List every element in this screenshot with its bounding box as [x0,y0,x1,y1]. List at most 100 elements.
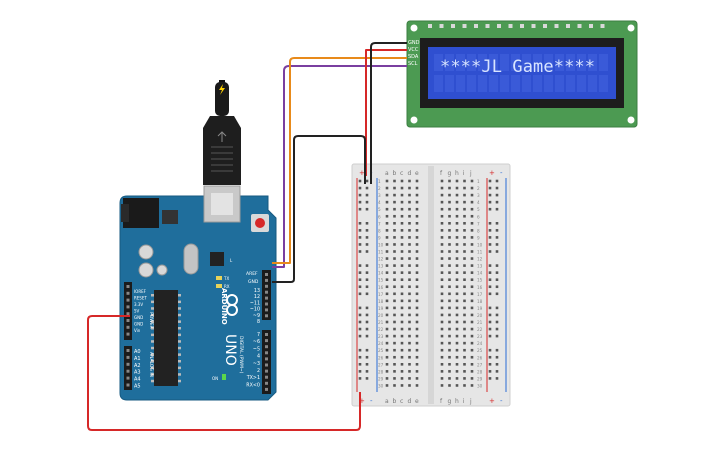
breadboard-row-label: 14 [477,271,483,276]
rail-hole [365,236,369,239]
breadboard-hole [393,320,396,324]
lcd-header-pin [428,24,432,28]
rail-hole [365,334,369,338]
breadboard-column-label: i [463,170,465,177]
breadboard-hole [415,193,419,197]
breadboard-hole [455,271,459,274]
lcd-mount-hole [627,24,635,32]
breadboard-row-label: 9 [477,235,480,240]
breadboard-row-label: 4 [477,200,480,205]
breadboard-hole [393,285,396,289]
usb-strain-relief [215,82,229,116]
lcd-char-cells [434,54,608,92]
breadboard-row-label: 24 [477,341,483,346]
rail-hole [495,334,499,338]
wire-orange-sda[interactable] [272,57,407,264]
breadboard-hole [440,222,444,225]
breadboard-hole [448,236,451,239]
rail-hole [488,285,492,289]
breadboard-hole [385,285,389,289]
breadboard-hole [400,193,404,197]
lcd-char-cell [489,75,498,92]
breadboard-hole [393,243,396,246]
wire-purple-scl[interactable] [272,65,407,268]
rail-hole [488,334,492,338]
power-pin-label: RESET [134,296,147,301]
lcd-header-pin [497,24,501,28]
rail-hole [495,200,499,204]
reset-button[interactable] [255,218,265,228]
wire-red-5v[interactable] [87,315,361,431]
wire-black-gnd-arduino[interactable] [272,135,366,283]
breadboard-hole [470,236,474,239]
breadboard-row-label: 19 [378,306,384,311]
breadboard-hole [385,250,389,253]
wire-black-gnd-lcd[interactable] [370,42,407,184]
breadboard-hole [385,222,389,225]
breadboard-hole [463,355,466,359]
rail-plus-label: + [359,169,365,177]
lcd-header-pin [589,24,593,28]
header-hole [265,290,268,294]
breadboard-hole [400,377,404,380]
breadboard-hole [385,341,389,345]
rail-hole [488,229,492,232]
digital-pin-label: ~9 [253,313,260,319]
breadboard-row-label: 28 [477,369,483,374]
breadboard-hole [415,377,419,380]
power-jack-tip [121,204,129,222]
digital-pin-label: 4 [257,354,260,360]
breadboard-hole [385,292,389,296]
breadboard-hole [440,348,444,352]
breadboard-hole [400,200,404,204]
header-hole [265,296,268,300]
header-hole [265,273,268,276]
rail-hole [495,363,499,366]
lcd-char-cell [544,54,553,71]
breadboard-hole [408,348,411,352]
breadboard-hole [440,285,444,289]
breadboard-hole [440,250,444,253]
rail-hole [495,271,499,274]
breadboard-hole [415,292,419,296]
breadboard-row-label: 11 [378,250,384,255]
rail-hole [365,327,369,331]
lcd-pin-gnd: GND [408,40,420,46]
breadboard-hole [448,334,451,338]
breadboard-hole [393,257,396,260]
breadboard-hole [415,320,419,324]
breadboard-column-label: h [455,170,459,177]
digital-pin-label: 8 [257,319,260,325]
breadboard-hole [470,179,474,183]
breadboard-hole [408,355,411,359]
breadboard-hole [393,179,396,183]
breadboard-row-label: 10 [378,242,384,247]
breadboard-row-label: 25 [378,348,384,353]
chip-leg [151,320,154,323]
rail-hole [358,236,362,239]
lcd-pin-sda: SDA [408,54,419,60]
chip-leg [178,379,181,383]
breadboard-hole [400,214,404,218]
analog-pin-label: A5 [134,384,141,390]
breadboard-hole [455,299,459,303]
header-hole [265,357,268,361]
breadboard-hole [415,348,419,352]
breadboard-hole [393,222,396,225]
breadboard-row-label: 16 [378,285,384,290]
rail-hole [358,313,362,317]
breadboard-hole [448,271,451,274]
breadboard-hole [408,306,411,310]
breadboard-hole [408,222,411,225]
breadboard-hole [455,292,459,296]
breadboard-hole [470,348,474,352]
usb-plug-body [203,116,241,185]
breadboard-hole [470,341,474,345]
header-hole [126,285,130,288]
wire-red-vcc[interactable] [365,49,407,176]
breadboard-hole [463,278,466,281]
rail-hole [488,243,492,246]
breadboard-hole [440,377,444,380]
breadboard-hole [415,299,419,303]
